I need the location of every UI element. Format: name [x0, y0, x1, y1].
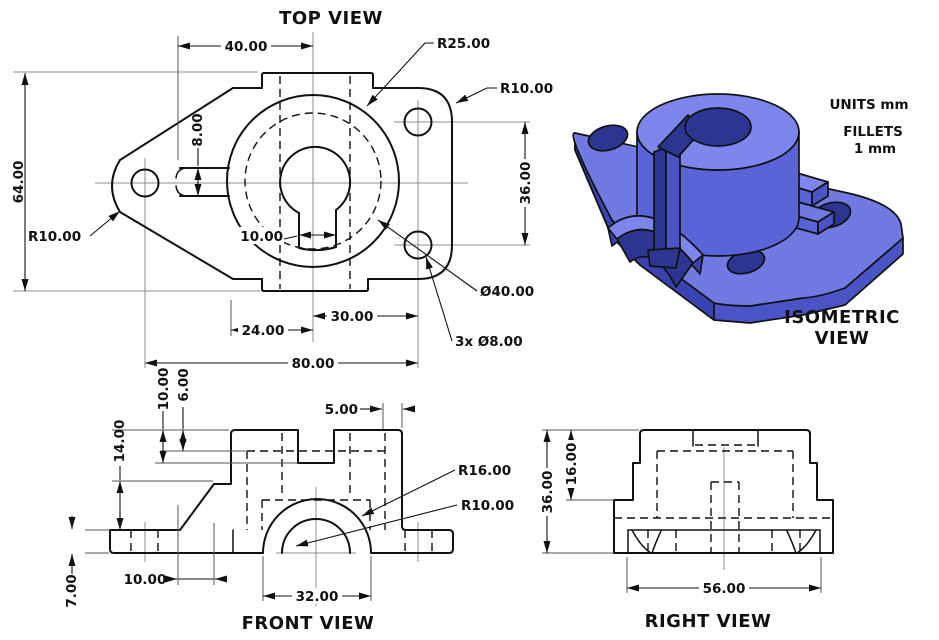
- dim-mask: [230, 227, 284, 244]
- iso-keyway-wall-right: [665, 142, 681, 255]
- top-view-title: TOP VIEW: [279, 8, 383, 29]
- dim-right-width-56: 56.00: [703, 581, 746, 597]
- dim-front-base-7: 7.00: [64, 574, 80, 607]
- front-view-centerlines: [144, 487, 419, 606]
- dim-top-radius-corner: R10.00: [500, 81, 553, 97]
- dim-mask: [517, 159, 533, 207]
- front-view-title: FRONT VIEW: [242, 613, 375, 634]
- dim-mask: [539, 468, 555, 516]
- dim-top-radius-tip: R10.00: [28, 229, 81, 245]
- iso-keyhole: [684, 107, 752, 147]
- dim-mask: [563, 440, 579, 488]
- iso-title-line1: ISOMETRIC: [784, 307, 900, 328]
- dim-front-arch-32: 32.00: [296, 589, 339, 605]
- dim-right-height-16: 16.00: [564, 443, 580, 486]
- units-note: UNITS mm: [829, 97, 908, 113]
- dim-mask: [221, 38, 271, 54]
- dim-top-holes-note: 3x Ø8.00: [455, 334, 523, 350]
- dim-top-width-80: 80.00: [292, 356, 335, 372]
- front-view-dimensions: 10.00 6.00 14.00 5.00 R16.00 R10.00 7.00…: [64, 368, 514, 608]
- dim-mask: [238, 322, 288, 338]
- isometric-view: UNITS mm FILLETS 1 mm ISOMETRIC VIEW: [572, 93, 909, 349]
- front-view: 10.00 6.00 14.00 5.00 R16.00 R10.00 7.00…: [64, 368, 514, 634]
- dim-front-run-10: 10.00: [124, 572, 167, 588]
- iso-part: [572, 93, 904, 324]
- dim-mask: [288, 355, 338, 371]
- iso-keyway-wall-left: [653, 146, 667, 260]
- dim-top-height-64: 64.00: [11, 161, 27, 204]
- iso-hole-tip: [587, 124, 629, 152]
- dim-top-slot-10: 10.00: [240, 229, 283, 245]
- dim-right-height-36: 36.00: [540, 471, 556, 514]
- right-view-outline: [613, 429, 834, 554]
- iso-notes: UNITS mm FILLETS 1 mm: [829, 97, 908, 157]
- dim-front-wall-5: 5.00: [325, 402, 358, 418]
- dim-top-notch-8: 8.00: [190, 113, 206, 146]
- front-view-outline: [109, 429, 454, 554]
- dim-mask: [327, 308, 377, 324]
- front-view-hidden-lines: [130, 433, 433, 553]
- dim-mask: [292, 588, 342, 604]
- dim-front-radius-outer: R16.00: [458, 463, 511, 479]
- top-view: 40.00 64.00 R25.00 R10.00 R10.00 8.00 10…: [11, 8, 553, 372]
- dim-top-offset-24: 24.00: [242, 323, 285, 339]
- right-view-title: RIGHT VIEW: [645, 611, 772, 632]
- dim-top-holes-span-36: 36.00: [518, 162, 534, 205]
- dim-front-depth-6: 6.00: [176, 368, 192, 401]
- iso-title-line2: VIEW: [815, 328, 870, 349]
- fillets-note-line1: FILLETS: [843, 124, 903, 140]
- dim-front-depth-10: 10.00: [156, 368, 172, 411]
- dim-top-offset-30: 30.00: [331, 309, 374, 325]
- dim-top-width-40: 40.00: [225, 39, 268, 55]
- right-view: 36.00 16.00 56.00 RIGHT VIEW: [539, 429, 834, 632]
- right-view-dimensions: 36.00 16.00 56.00: [539, 429, 822, 597]
- dim-top-bore-dia: Ø40.00: [480, 284, 534, 300]
- iso-ledge-right: [817, 211, 835, 235]
- iso-pad-right: [811, 181, 829, 207]
- dim-top-radius-boss: R25.00: [437, 36, 490, 52]
- dim-front-radius-inner: R10.00: [461, 498, 514, 514]
- dim-mask: [699, 580, 749, 596]
- right-view-hidden-lines: [614, 444, 833, 553]
- top-view-dimensions: 40.00 64.00 R25.00 R10.00 R10.00 8.00 10…: [11, 36, 553, 372]
- fillets-note-line2: 1 mm: [854, 141, 896, 157]
- dim-front-height-14: 14.00: [112, 420, 128, 463]
- iso-keyway-exit: [647, 247, 681, 269]
- top-view-outline: [111, 72, 453, 292]
